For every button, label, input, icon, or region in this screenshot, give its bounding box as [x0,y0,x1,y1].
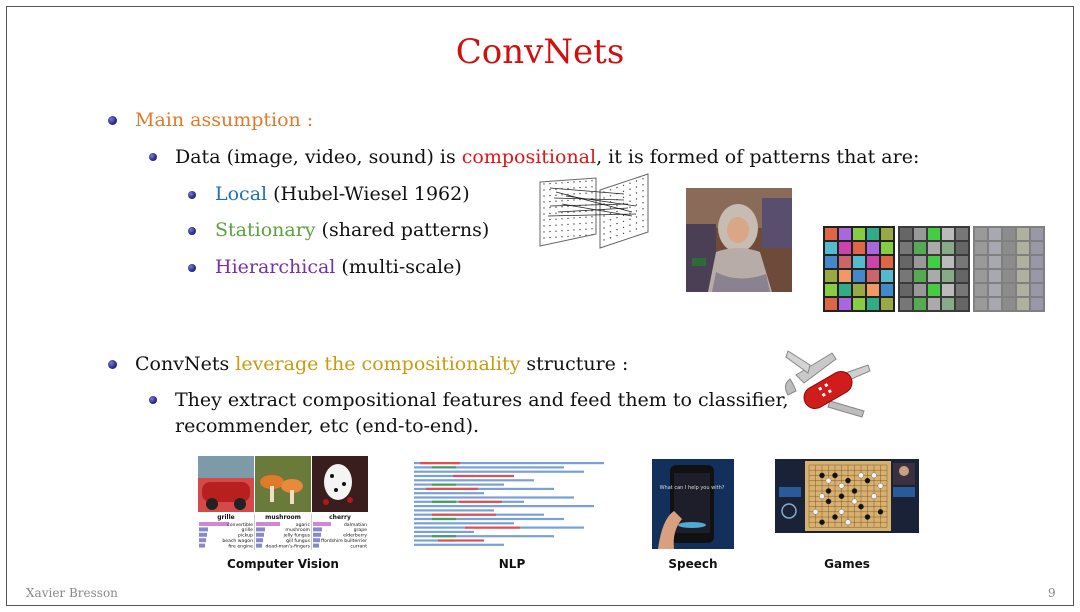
slide-title: ConvNets [455,32,625,72]
cv-label: convertible [227,522,253,528]
caption-speech: Speech [668,557,718,571]
compositional-statement: Data (image, video, sound) is compositio… [175,146,919,168]
statement-post: , it is formed of patterns that are: [596,146,920,168]
bullet-icon [188,191,196,199]
cv-header-2: cherry [329,514,351,521]
bullet-icon [149,153,157,161]
convnets-pre: ConvNets [135,353,236,375]
convnets-post: structure : [520,353,629,375]
cv-label: dead-man's-fingers [266,543,311,549]
caption-computer-vision: Computer Vision [227,557,339,571]
nlp-panel [412,458,612,550]
footer-page-number: 9 [1048,586,1056,600]
speech-phone-image: What can I help you with? [652,459,734,549]
cv-label: beach wagon [222,538,253,544]
term-stationary: Stationary [215,219,316,241]
statement-highlight: compositional [461,146,597,168]
slide-frame [6,6,1074,606]
bullet-icon [188,227,196,235]
cv-label: elderberry [343,533,367,539]
woman-photo [686,188,792,292]
item-stationary-rest: (shared patterns) [315,219,490,241]
extract-line-1: They extract compositional features and … [175,389,789,411]
footer-author: Xavier Bresson [26,586,118,600]
main-assumption-label: Main assumption : [135,109,314,131]
cv-header-1: mushroom [265,514,301,521]
go-game-image [775,459,919,533]
item-local: Local (Hubel-Wiesel 1962) [215,183,470,205]
convnets-statement: ConvNets leverage the compositionality s… [135,353,628,375]
item-local-rest: (Hubel-Wiesel 1962) [267,183,470,205]
cv-label: agaric [296,522,311,528]
cv-label: dalmatian [344,522,367,528]
cv-label: pickup [238,533,253,539]
cv-label: jelly fungus [283,533,311,539]
cv-label: fire engine [228,543,253,549]
convnets-highlight: leverage the compositionality [235,353,521,375]
item-stationary: Stationary (shared patterns) [215,219,489,241]
cv-header-0: grille [217,514,235,521]
cv-label: mushroom [285,527,310,533]
cv-label: grape [354,527,368,533]
phone-prompt-text: What can I help you with? [660,485,725,491]
swiss-army-knife-image [784,350,871,418]
term-hierarchical: Hierarchical [215,256,336,278]
caption-games: Games [824,557,870,571]
receptive-field-diagram [539,173,649,249]
cv-label: gill fungus [286,538,310,544]
term-local: Local [215,183,268,205]
bullet-icon [149,396,157,404]
cv-label: currant [350,543,367,549]
bullet-icon [188,264,196,272]
extract-line-2: recommender, etc (end-to-end). [175,415,480,437]
bullet-icon [108,360,117,369]
bullet-icon [108,116,117,125]
item-hierarchical: Hierarchical (multi-scale) [215,256,462,278]
caption-nlp: NLP [498,557,526,571]
learned-filters [823,226,1045,312]
cv-label: ffordshire bullterrier [321,538,367,544]
statement-pre: Data (image, video, sound) is [175,146,462,168]
item-hierarchical-rest: (multi-scale) [335,256,462,278]
cv-label: grille [242,527,254,533]
